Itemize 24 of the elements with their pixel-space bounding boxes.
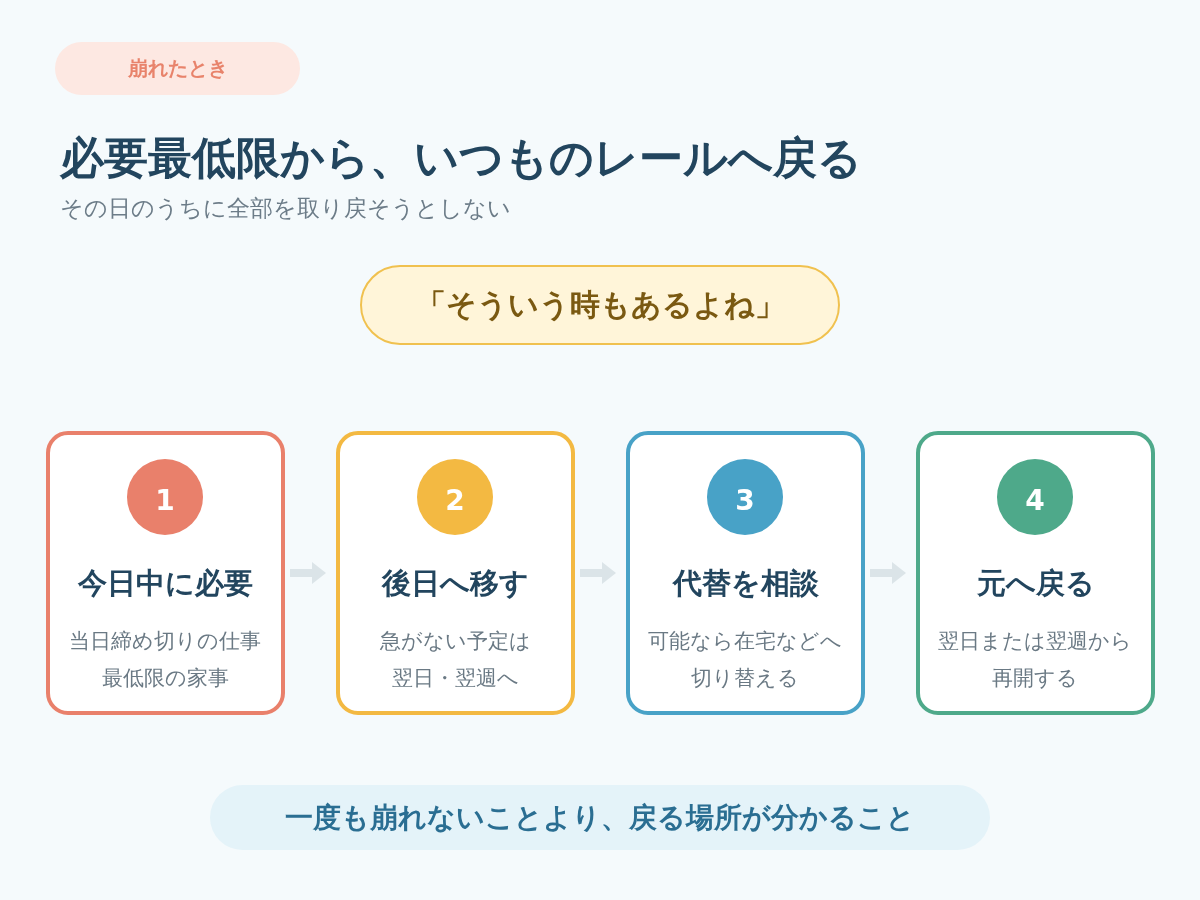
step-card <box>916 431 1155 715</box>
step-description: 翌日または翌週から再開する <box>937 628 1134 692</box>
step-description: 急がない予定は翌日・翌週へ <box>379 628 532 692</box>
step-card <box>46 431 285 715</box>
takeaway-banner: 一度も崩れないことより、戻る場所が分かること <box>210 785 990 850</box>
step-number: 2 <box>417 459 493 535</box>
step-card <box>336 431 575 715</box>
step-title: 後日へ移す <box>382 565 529 602</box>
step-card <box>626 431 865 715</box>
step-title: 元へ戻る <box>976 565 1095 602</box>
category-tag: 崩れたとき <box>55 42 300 95</box>
page-title: 必要最低限から、いつものレールへ戻る <box>60 131 862 185</box>
step-number: 3 <box>707 459 783 535</box>
step-number: 1 <box>127 459 203 535</box>
quote-banner: 「そういう時もあるよね」 <box>360 265 840 345</box>
arrow <box>290 562 326 584</box>
step-title: 代替を相談 <box>672 565 819 602</box>
arrow <box>580 562 616 584</box>
step-number: 4 <box>997 459 1073 535</box>
subtitle: その日のうちに全部を取り戻そうとしない <box>60 194 511 223</box>
step-description: 可能なら在宅などへ切り替える <box>647 628 844 692</box>
step-description: 当日締め切りの仕事最低限の家事 <box>68 628 263 692</box>
step-title: 今日中に必要 <box>78 565 253 602</box>
arrow <box>870 562 906 584</box>
